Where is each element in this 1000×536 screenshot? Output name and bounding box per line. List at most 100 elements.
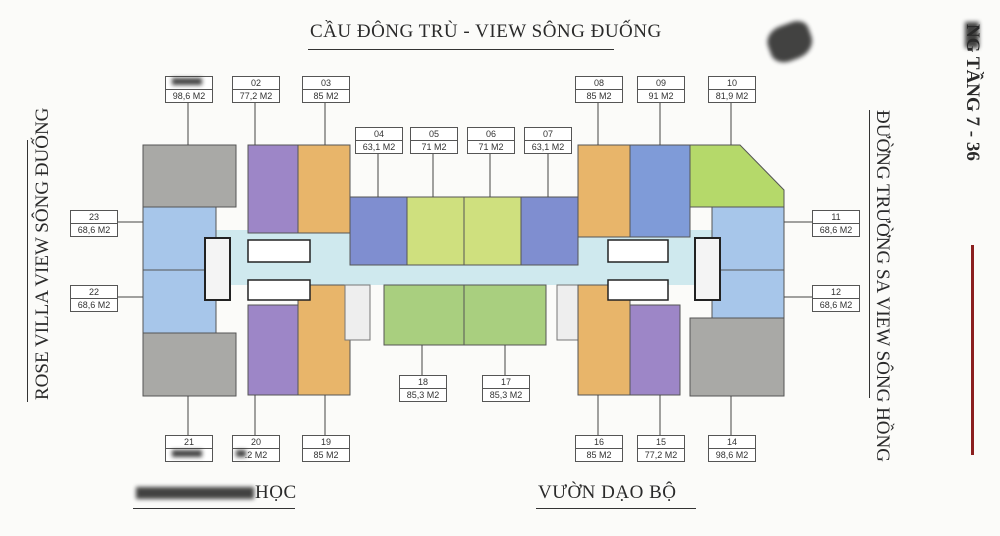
unit-04-block bbox=[349, 196, 408, 266]
unit-number: 19 bbox=[303, 436, 349, 449]
unit-area: 85,3 M2 bbox=[406, 390, 440, 400]
unit-21-block bbox=[142, 332, 237, 397]
unit-03-block bbox=[297, 144, 351, 234]
unit-05-block bbox=[406, 196, 465, 266]
unit-area: .2 M2 bbox=[244, 450, 268, 460]
unit-number: 02 bbox=[233, 77, 279, 90]
unit-number: 15 bbox=[638, 436, 684, 449]
unit-number: 20 bbox=[233, 436, 279, 449]
unit-16-block bbox=[577, 284, 631, 396]
lift-right-top bbox=[607, 239, 669, 263]
unit-tag-21: 21 bbox=[165, 435, 213, 462]
garden-label: VƯỜN DẠO BỘ bbox=[538, 482, 677, 503]
unit-14-block bbox=[689, 317, 785, 397]
school-label: HỌC bbox=[255, 482, 297, 503]
unit-number: 23 bbox=[71, 211, 117, 224]
unit-07-block bbox=[520, 196, 579, 266]
unit-number: 21 bbox=[166, 436, 212, 449]
core-left bbox=[204, 237, 231, 301]
unit-number: 09 bbox=[638, 77, 684, 90]
unit-tag-20: 20.2 M2 bbox=[232, 435, 280, 462]
unit-11-block bbox=[711, 206, 785, 271]
top-view-label: CẦU ĐÔNG TRÙ - VIEW SÔNG ĐUỐNG bbox=[310, 21, 662, 42]
blurred-floor-prefix bbox=[965, 22, 979, 48]
blurred-unit-area bbox=[172, 450, 202, 457]
blurred-school-name bbox=[136, 487, 254, 499]
stair-left bbox=[344, 284, 371, 341]
stair-right bbox=[556, 284, 580, 341]
unit-18-block bbox=[383, 284, 465, 346]
unit-01-block bbox=[142, 144, 237, 208]
unit-area: 63,1 M2 bbox=[362, 142, 396, 152]
unit-number: 07 bbox=[525, 128, 571, 141]
lift-left-bottom bbox=[247, 279, 311, 301]
garden-label-rule bbox=[536, 508, 696, 509]
lift-right-bottom bbox=[607, 279, 669, 301]
unit-number: 14 bbox=[709, 436, 755, 449]
unit-number: 22 bbox=[71, 286, 117, 299]
unit-number: 18 bbox=[400, 376, 446, 389]
unit-number: 12 bbox=[813, 286, 859, 299]
unit-09-block bbox=[629, 144, 691, 238]
unit-08-block bbox=[577, 144, 631, 238]
unit-area: 85,3 M2 bbox=[489, 390, 523, 400]
unit-area: 71 M2 bbox=[478, 142, 504, 152]
unit-area: 63,1 M2 bbox=[531, 142, 565, 152]
unit-number: 10 bbox=[709, 77, 755, 90]
leader-lines bbox=[118, 103, 812, 435]
unit-20-block bbox=[247, 304, 299, 396]
unit-area: 98,6 M2 bbox=[172, 91, 206, 101]
unit-area: 68,6 M2 bbox=[77, 300, 111, 310]
unit-number: 11 bbox=[813, 211, 859, 224]
blurred-unit-area-prefix bbox=[236, 450, 246, 457]
lift-left-top bbox=[247, 239, 311, 263]
unit-number: 03 bbox=[303, 77, 349, 90]
core-right bbox=[694, 237, 721, 301]
unit-area: 68,6 M2 bbox=[819, 300, 853, 310]
unit-02-block bbox=[247, 144, 299, 234]
unit-06-block bbox=[463, 196, 522, 266]
corridor-center bbox=[345, 265, 575, 285]
unit-10-block bbox=[689, 144, 785, 208]
unit-number: 06 bbox=[468, 128, 514, 141]
unit-area: 68,6 M2 bbox=[77, 225, 111, 235]
left-label-rule bbox=[27, 140, 28, 402]
unit-area: 98,6 M2 bbox=[715, 450, 749, 460]
unit-area: 85 M2 bbox=[313, 450, 339, 460]
unit-19-block bbox=[297, 284, 351, 396]
school-label-rule bbox=[133, 508, 295, 509]
unit-area: 85 M2 bbox=[586, 450, 612, 460]
unit-number: 08 bbox=[576, 77, 622, 90]
unit-area: 77,2 M2 bbox=[644, 450, 678, 460]
unit-17-block bbox=[463, 284, 547, 346]
accent-bar bbox=[971, 245, 974, 455]
unit-area: 68,6 M2 bbox=[819, 225, 853, 235]
unit-area: 85 M2 bbox=[313, 91, 339, 101]
unit-area: 91 M2 bbox=[648, 91, 674, 101]
unit-area: 81,9 M2 bbox=[715, 91, 749, 101]
unit-number: 04 bbox=[356, 128, 402, 141]
top-label-rule bbox=[308, 49, 614, 50]
unit-area: 85 M2 bbox=[586, 91, 612, 101]
unit-area: 77,2 M2 bbox=[239, 91, 273, 101]
unit-number: 17 bbox=[483, 376, 529, 389]
unit-area: 71 M2 bbox=[421, 142, 447, 152]
